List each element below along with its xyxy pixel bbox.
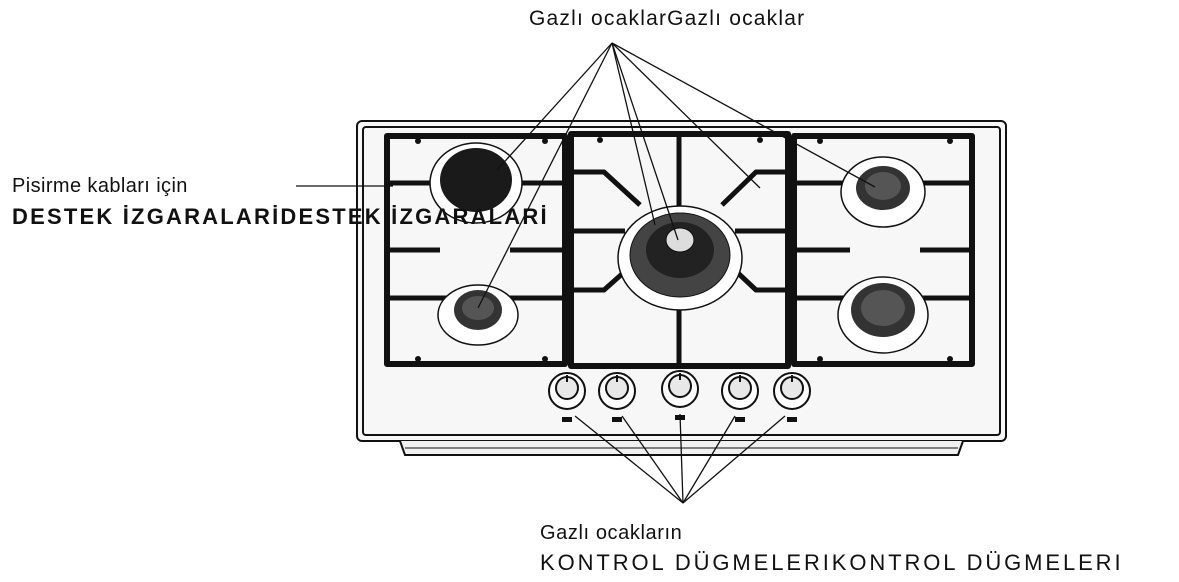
burner-bottom-right	[837, 276, 929, 354]
knob-4	[721, 372, 759, 410]
burner-bottom-left	[437, 284, 519, 346]
knob-3	[661, 370, 699, 408]
burner-center-wok	[617, 205, 743, 311]
knob-2	[598, 372, 636, 410]
leader-lines-top	[477, 42, 876, 309]
control-knobs	[548, 370, 811, 410]
control-knobs-label: KONTROL DÜGMELERIKONTROL DÜGMELERI	[540, 550, 1124, 575]
grate-feet	[415, 137, 953, 362]
cookware-label: Pisirme kabları için	[12, 175, 188, 197]
support-grates-label: DESTEK İZGARALARİDESTEK İZGARALARİ	[12, 204, 549, 229]
burner-top-left	[429, 142, 523, 224]
burner-top-right	[840, 156, 926, 228]
gas-burners-label: Gazlı ocaklarGazlı ocaklar	[529, 7, 806, 30]
knob-1	[548, 372, 586, 410]
gas-burners-controls-label: Gazlı ocakların	[540, 522, 683, 544]
knob-5	[773, 372, 811, 410]
leader-lines-bottom	[574, 413, 786, 504]
